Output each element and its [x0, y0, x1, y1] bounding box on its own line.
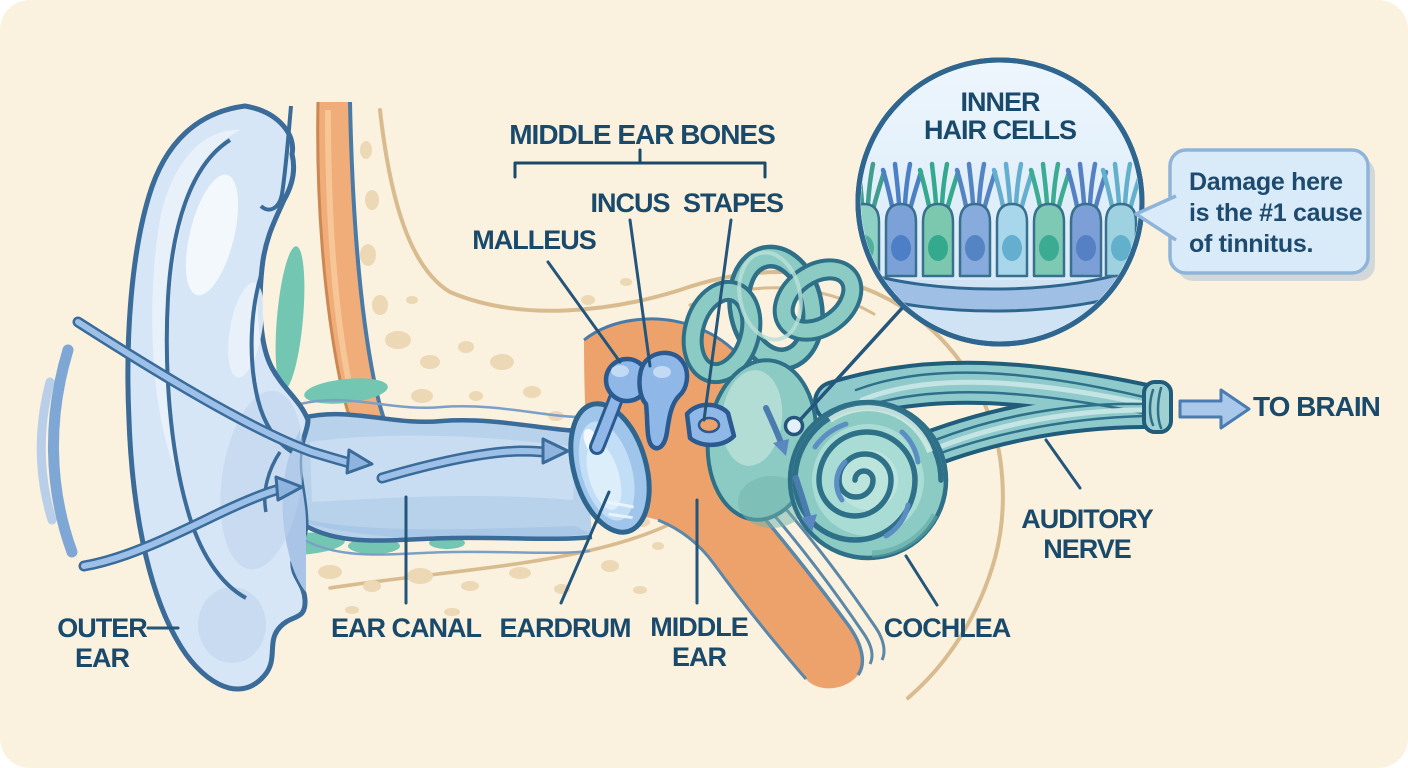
pinna-outer-ear: [125, 103, 311, 692]
leader-lines: [146, 148, 1082, 630]
sound-waves: [36, 316, 570, 572]
middle-ear-bones-bracket: [513, 148, 767, 179]
malleus-bone: [589, 356, 651, 455]
auditory-nerve-leader: [1044, 438, 1082, 490]
auditory-nerve-shape: [813, 360, 1173, 475]
callout-bubble: [1134, 148, 1375, 281]
incus-leader: [628, 218, 652, 368]
bone-speckles: [318, 141, 664, 616]
inset-pointer: [783, 304, 906, 437]
eardrum-leader: [559, 490, 611, 605]
inner-ear-flow-arrows: [763, 405, 817, 532]
stapes-leader: [702, 218, 733, 422]
cochlea-spiral: [787, 399, 949, 561]
incus-bone: [637, 350, 690, 451]
cochlea-leader: [904, 554, 939, 607]
inner-hair-cells-inset: [855, 57, 1145, 347]
stapes-bone: [684, 402, 737, 448]
malleus-leader: [546, 260, 622, 364]
to-brain-arrow-icon: [1178, 388, 1251, 430]
cochlea-damage-marker: [783, 415, 805, 437]
ear-canal-shape: [295, 398, 593, 556]
